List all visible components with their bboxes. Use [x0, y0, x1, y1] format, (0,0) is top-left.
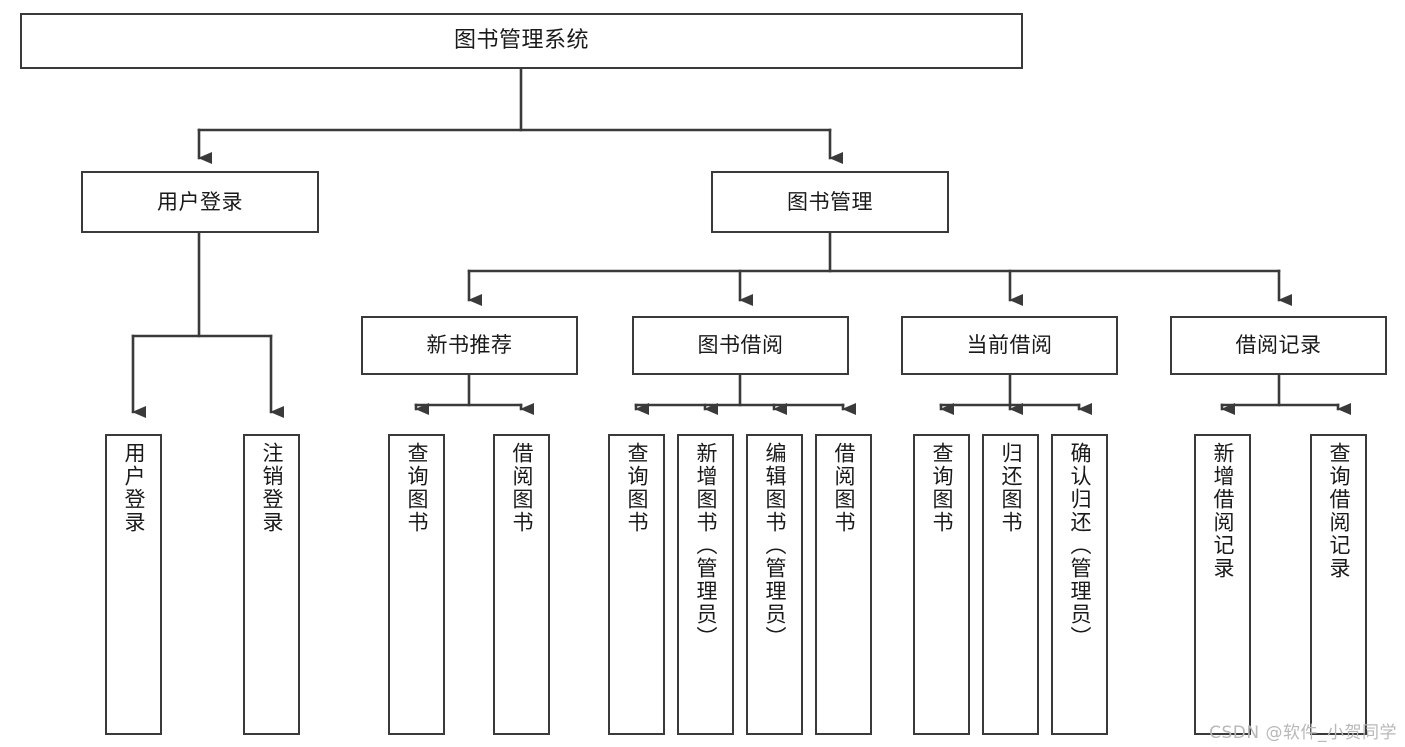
- node-new-book-recommend[interactable]: 新书推荐: [361, 316, 578, 375]
- node-leaf-edit-book[interactable]: 编辑图书（管理员）: [746, 434, 803, 735]
- node-book-borrow[interactable]: 图书借阅: [632, 316, 849, 375]
- node-book-borrow-label: 图书借阅: [697, 333, 784, 358]
- node-leaf-query-record[interactable]: 查询借阅记录: [1310, 434, 1367, 735]
- node-leaf-edit-book-label: 编辑图书（管理员）: [763, 442, 787, 649]
- node-leaf-return-book-label: 归还图书: [999, 442, 1023, 534]
- node-leaf-borrow-book-2[interactable]: 借阅图书: [815, 434, 872, 735]
- node-leaf-borrow-book-1-label: 借阅图书: [510, 442, 534, 534]
- node-leaf-user-login[interactable]: 用户登录: [105, 434, 162, 735]
- node-book-manage[interactable]: 图书管理: [711, 171, 949, 233]
- node-leaf-query-book-1-label: 查询图书: [405, 442, 429, 534]
- node-user-login[interactable]: 用户登录: [81, 171, 319, 233]
- node-leaf-return-book[interactable]: 归还图书: [982, 434, 1039, 735]
- node-leaf-confirm-return-label: 确认归还（管理员）: [1068, 442, 1092, 649]
- node-current-borrow[interactable]: 当前借阅: [901, 316, 1118, 375]
- node-leaf-user-logout-label: 注销登录: [260, 442, 284, 534]
- node-leaf-query-book-2-label: 查询图书: [625, 442, 649, 534]
- node-leaf-borrow-book-2-label: 借阅图书: [832, 442, 856, 534]
- node-leaf-query-book-2[interactable]: 查询图书: [608, 434, 665, 735]
- node-leaf-query-book-3-label: 查询图书: [930, 442, 954, 534]
- node-borrow-record[interactable]: 借阅记录: [1170, 316, 1387, 375]
- node-leaf-user-logout[interactable]: 注销登录: [243, 434, 300, 735]
- node-leaf-borrow-book-1[interactable]: 借阅图书: [493, 434, 550, 735]
- node-user-login-label: 用户登录: [157, 189, 243, 214]
- node-leaf-query-book-1[interactable]: 查询图书: [388, 434, 445, 735]
- node-leaf-query-record-label: 查询借阅记录: [1327, 442, 1351, 580]
- node-leaf-confirm-return[interactable]: 确认归还（管理员）: [1051, 434, 1108, 735]
- node-root[interactable]: 图书管理系统: [20, 13, 1023, 69]
- node-root-label: 图书管理系统: [453, 28, 589, 54]
- node-current-borrow-label: 当前借阅: [966, 333, 1053, 358]
- node-leaf-add-record[interactable]: 新增借阅记录: [1194, 434, 1251, 735]
- watermark-text: CSDN @软件_小贺同学: [1209, 723, 1397, 743]
- node-borrow-record-label: 借阅记录: [1235, 333, 1322, 358]
- node-leaf-query-book-3[interactable]: 查询图书: [913, 434, 970, 735]
- node-leaf-add-record-label: 新增借阅记录: [1211, 442, 1235, 580]
- node-leaf-user-login-label: 用户登录: [122, 442, 146, 534]
- node-new-book-recommend-label: 新书推荐: [426, 333, 513, 358]
- node-book-manage-label: 图书管理: [787, 189, 873, 214]
- node-leaf-add-book-label: 新增图书（管理员）: [694, 442, 718, 649]
- node-leaf-add-book[interactable]: 新增图书（管理员）: [677, 434, 734, 735]
